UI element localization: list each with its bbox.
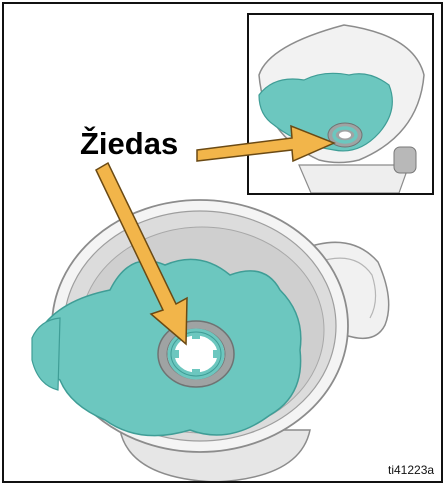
arrow-to-main-ring bbox=[96, 163, 187, 344]
ring-callout-label: Žiedas bbox=[80, 128, 178, 159]
figure-id: ti41223a bbox=[388, 463, 434, 477]
arrow-to-inset-ring bbox=[197, 126, 334, 161]
